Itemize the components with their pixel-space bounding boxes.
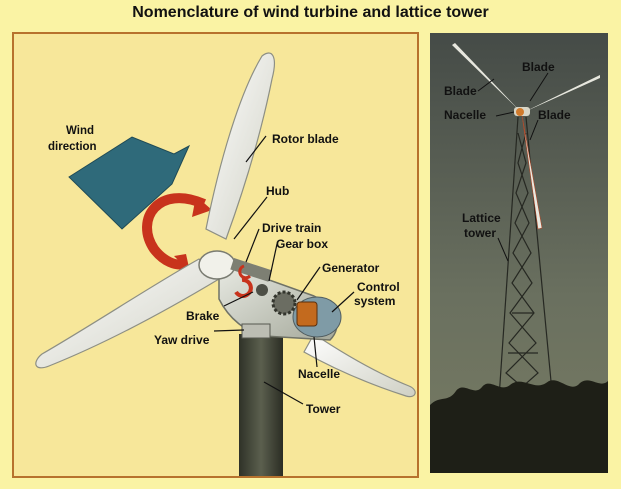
label-gear-box: Gear box xyxy=(276,237,328,251)
label-nacelle: Nacelle xyxy=(298,367,340,381)
label-brake: Brake xyxy=(186,309,220,323)
hub xyxy=(198,250,236,280)
lattice-tower-photo: Blade Blade Nacelle Blade Lattice tower xyxy=(430,33,608,473)
rotor-blade-right xyxy=(303,333,416,398)
rotation-arrow xyxy=(142,193,207,270)
yaw-drive xyxy=(241,323,271,339)
label-yaw-drive: Yaw drive xyxy=(154,333,210,347)
rotor-blade-left xyxy=(35,258,220,369)
lattice-tower xyxy=(497,116,555,414)
label-hub: Hub xyxy=(266,184,289,198)
label-drive-train: Drive train xyxy=(262,221,321,235)
gear-box xyxy=(271,290,297,316)
drive-train xyxy=(230,257,273,282)
turbine-diagram: Wind direction Rotor blade Hub Drive tra… xyxy=(35,52,416,476)
wind-direction-arrow xyxy=(68,136,191,230)
photo-blade-right xyxy=(522,75,600,113)
rotor-blade-top xyxy=(205,52,275,240)
label-photo-nacelle: Nacelle xyxy=(444,108,486,122)
photo-blade-top xyxy=(452,43,520,111)
turbine-diagram-panel: Wind direction Rotor blade Hub Drive tra… xyxy=(12,32,419,478)
lattice-tower-illustration: Blade Blade Nacelle Blade Lattice tower xyxy=(430,33,608,473)
tree-line xyxy=(430,380,608,473)
label-rotor-blade: Rotor blade xyxy=(272,132,339,146)
page-title: Nomenclature of wind turbine and lattice… xyxy=(132,4,489,21)
label-generator: Generator xyxy=(322,261,380,275)
label-wind-1: Wind xyxy=(66,125,94,137)
label-photo-blade-right: Blade xyxy=(538,108,571,122)
label-control-2: system xyxy=(354,294,395,308)
label-control-1: Control xyxy=(357,280,400,294)
photo-blade-down xyxy=(521,114,543,230)
label-wind-2: direction xyxy=(48,141,97,153)
label-tower: Tower xyxy=(306,402,341,416)
tower-body xyxy=(239,334,283,476)
label-lattice-2: tower xyxy=(464,226,496,240)
label-photo-blade-top: Blade xyxy=(522,60,555,74)
brake xyxy=(256,284,268,296)
generator xyxy=(296,301,318,327)
label-lattice-1: Lattice xyxy=(462,211,501,225)
label-photo-blade-left: Blade xyxy=(444,84,477,98)
